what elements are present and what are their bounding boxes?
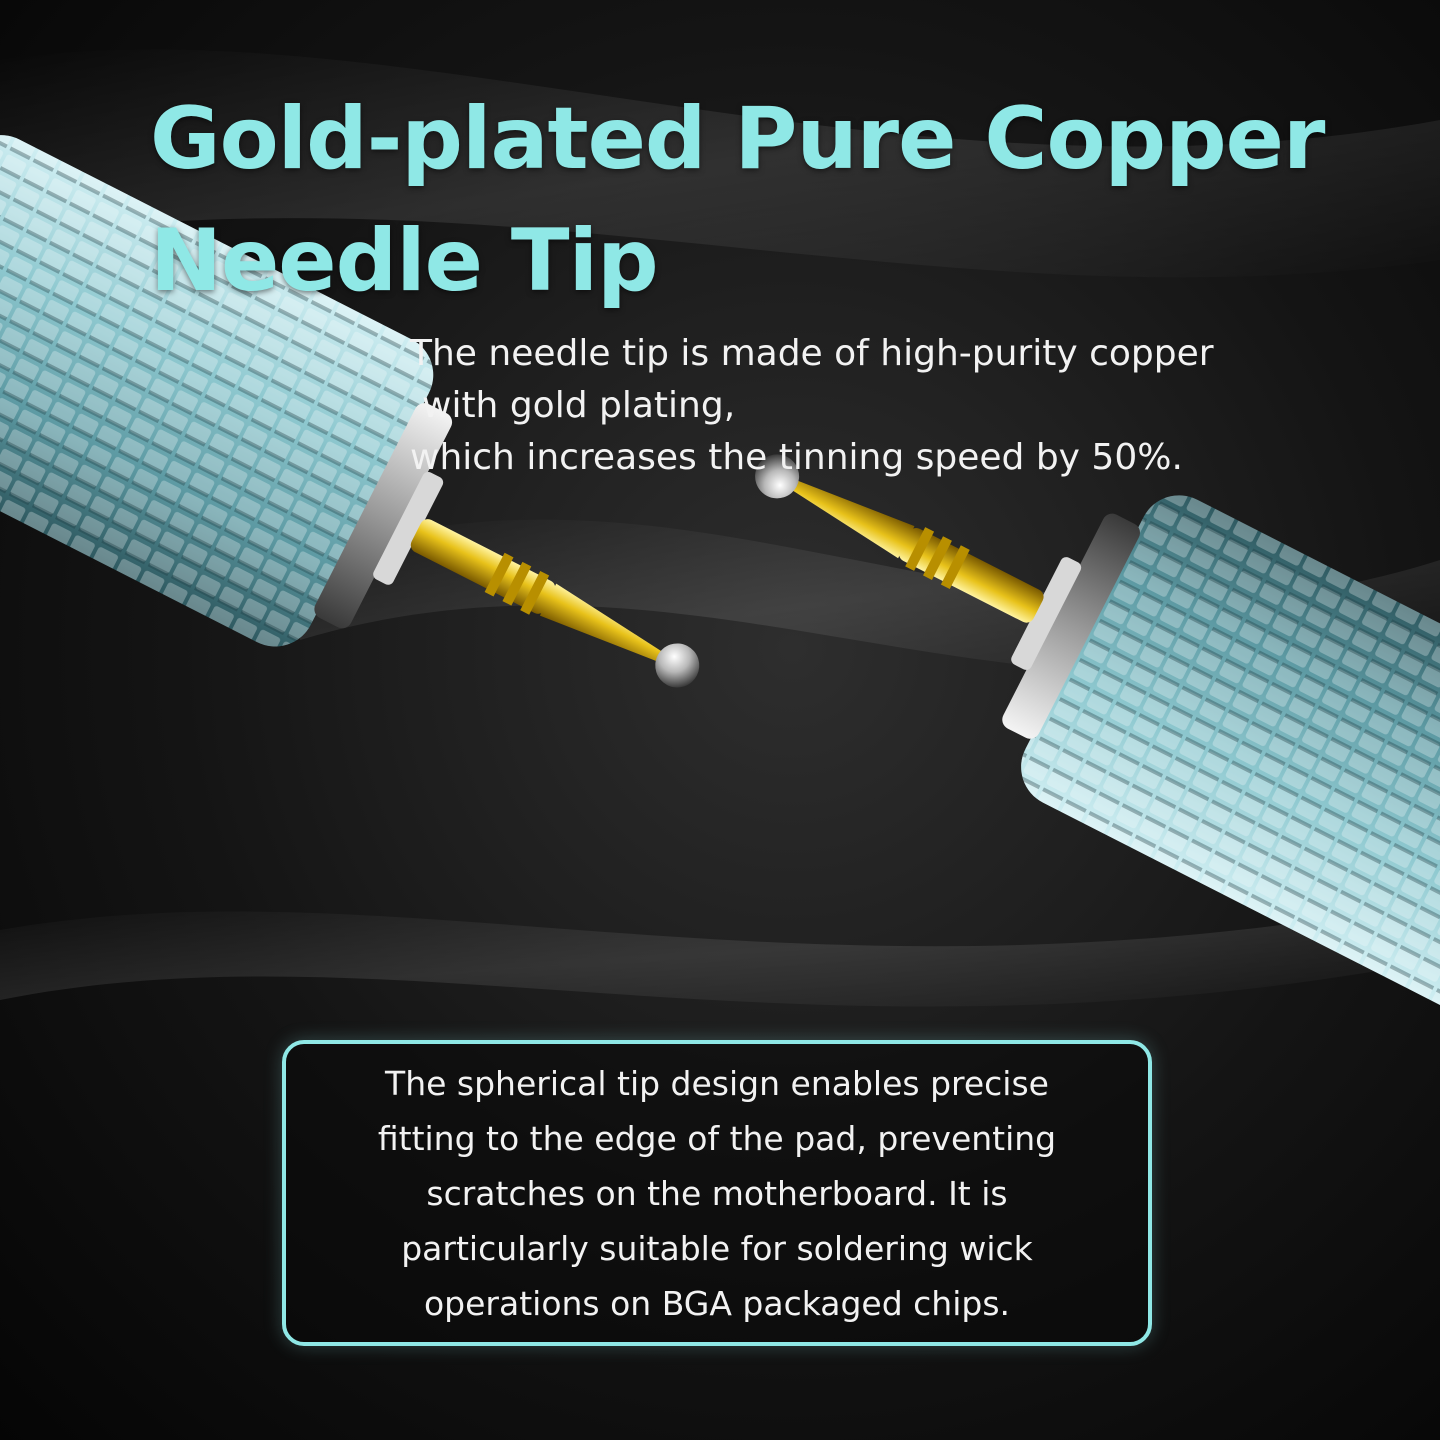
description-line-2: with gold plating, [422,385,736,426]
title-line-1: Gold-plated Pure Copper [150,89,1325,189]
callout-line-5: operations on BGA packaged chips. [423,1283,1011,1323]
callout-line-2: fitting to the edge of the pad, preventi… [377,1118,1057,1158]
page-title: Gold-plated Pure Copper Needle Tip [150,78,1350,322]
description-line-1: The needle tip is made of high-purity co… [410,333,1214,374]
title-line-2: Needle Tip [150,211,659,311]
feature-description: The needle tip is made of high-purity co… [410,328,1370,484]
left-pen [0,135,700,688]
callout-line-1: The spherical tip design enables precise [385,1063,1049,1103]
callout-box: The spherical tip design enables precise… [282,1040,1152,1346]
description-line-3: which increases the tinning speed by 50%… [410,437,1183,478]
right-pen [755,454,1440,1025]
callout-line-4: particularly suitable for soldering wick [401,1228,1033,1268]
callout-line-3: scratches on the motherboard. It is [426,1173,1008,1213]
